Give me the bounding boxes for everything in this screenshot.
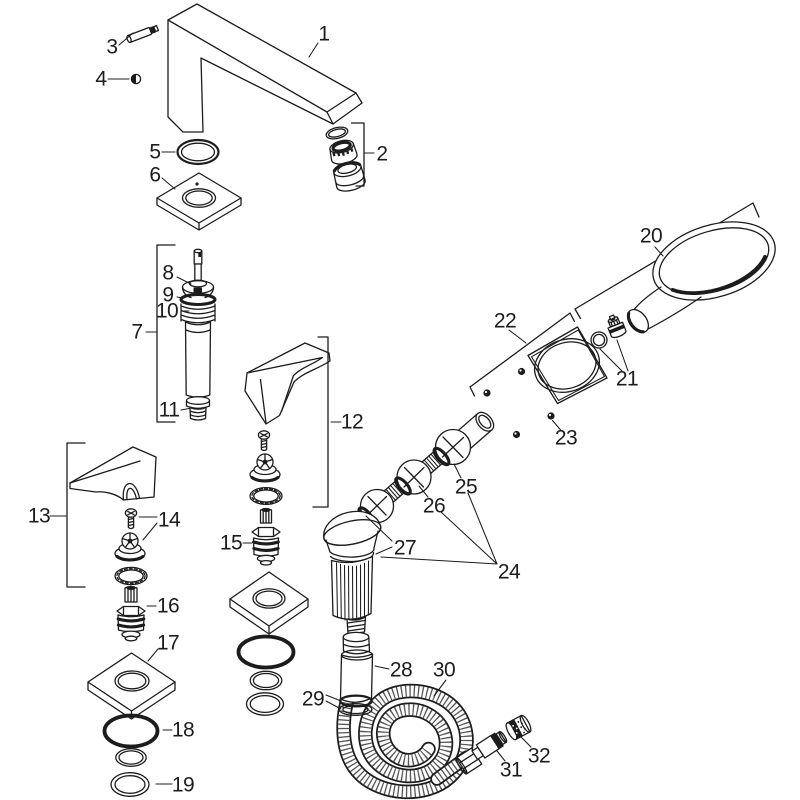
part-label-21: 21 — [615, 367, 639, 391]
part-label-22: 22 — [493, 309, 517, 333]
part-label-2: 2 — [376, 142, 388, 166]
part-label-23: 23 — [554, 426, 578, 450]
part-label-25: 25 — [454, 475, 478, 499]
part-label-28: 28 — [389, 658, 413, 682]
aerator-drawing — [325, 122, 366, 192]
part-label-18: 18 — [171, 718, 195, 742]
star-cap-14-drawing — [114, 532, 146, 562]
cartridge-7-drawing — [156, 244, 217, 423]
grommet-dots-drawing — [483, 367, 555, 439]
wavy-ring-14-drawing — [114, 566, 148, 586]
part-label-17: 17 — [156, 631, 180, 655]
part-label-3: 3 — [106, 35, 118, 59]
part-label-8: 8 — [162, 261, 174, 285]
part-label-10: 10 — [155, 299, 179, 323]
part-label-19: 19 — [171, 773, 195, 797]
star-cap-right-drawing — [249, 453, 281, 483]
part-label-15: 15 — [219, 531, 243, 555]
part-label-13: 13 — [27, 504, 51, 528]
part-label-11: 11 — [158, 398, 180, 422]
handle-12-drawing — [244, 336, 331, 508]
part-label-20: 20 — [639, 224, 663, 248]
hose-weight-drawing — [338, 616, 374, 716]
part-label-32: 32 — [527, 744, 551, 768]
check-valve-drawing — [590, 314, 627, 349]
grub-screw-drawing — [130, 73, 142, 85]
part-label-1: 1 — [318, 22, 330, 46]
escutcheon-17-drawing — [87, 652, 176, 720]
hose-drawing — [336, 679, 474, 800]
spout-escutcheon-drawing — [156, 172, 242, 231]
cartridge-16-drawing — [116, 585, 146, 642]
part-label-30: 30 — [432, 658, 456, 682]
connector-nut-drawing — [505, 714, 532, 741]
part-label-7: 7 — [131, 320, 143, 344]
pin-drawing — [126, 24, 160, 44]
part-label-27: 27 — [393, 536, 417, 560]
screw-right-drawing — [257, 430, 271, 452]
shower-escutcheon-drawing — [469, 312, 608, 405]
cartridge-15-drawing — [251, 507, 281, 566]
wavy-ring-right-drawing — [249, 486, 283, 506]
part-label-4: 4 — [95, 67, 107, 91]
hose-guide-assembly-drawing — [323, 411, 495, 622]
part-label-31: 31 — [499, 758, 523, 782]
handle-13-drawing — [66, 442, 157, 588]
middle-escutcheon-drawing — [229, 571, 309, 635]
part-label-16: 16 — [156, 594, 180, 618]
spout-oring-drawing — [176, 138, 220, 166]
part-label-12: 12 — [340, 410, 364, 434]
leader-lines — [49, 32, 664, 785]
part-label-29: 29 — [301, 687, 325, 711]
part-label-5: 5 — [149, 140, 161, 164]
hose-fitting-drawing — [471, 731, 508, 761]
part-label-9: 9 — [162, 283, 174, 307]
screw-14-drawing — [124, 508, 138, 530]
part-label-6: 6 — [149, 163, 161, 187]
rings-18-19-drawing — [102, 713, 160, 797]
hand-shower-drawing — [574, 202, 776, 334]
spout-drawing — [167, 3, 363, 133]
middle-rings-drawing — [236, 634, 296, 716]
part-label-24: 24 — [497, 560, 521, 584]
part-label-26: 26 — [422, 494, 446, 518]
part-label-14: 14 — [157, 508, 181, 532]
